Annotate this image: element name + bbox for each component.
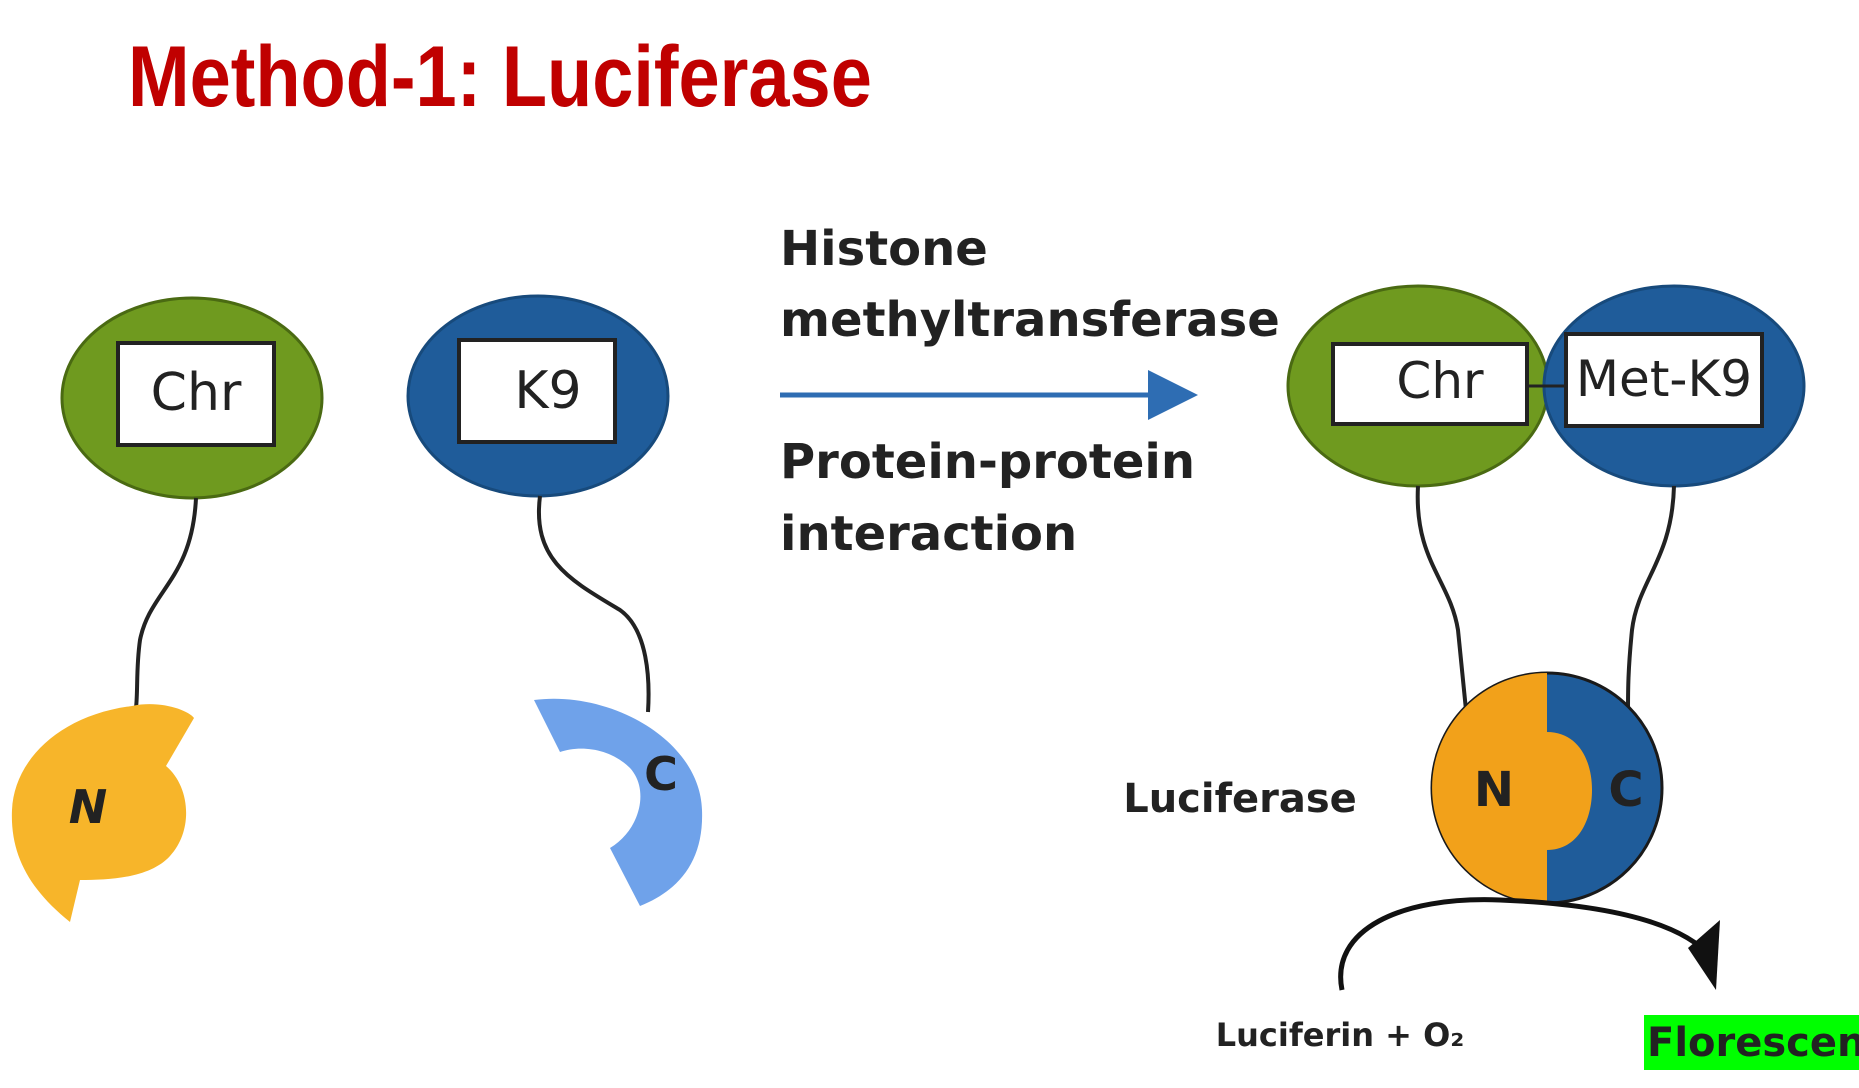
slide-title: Method-1: Luciferase — [128, 29, 872, 125]
k9-label-box — [457, 338, 617, 444]
met-k9-label-box — [1564, 332, 1764, 428]
complex-met-k9-protein: Met-K9 — [1542, 284, 1806, 488]
luciferase-label: Luciferase — [1123, 776, 1357, 822]
process-line2: interaction — [780, 506, 1077, 562]
k9-protein: K9 — [406, 294, 670, 498]
n-fragment-label: N — [69, 780, 108, 834]
reconstituted-luciferase: N C — [1430, 671, 1664, 905]
complex-n-label: N — [1474, 762, 1514, 818]
enzyme-line2: methyltransferase — [780, 292, 1280, 348]
chr-label-box — [116, 341, 276, 447]
complex-c-label: C — [1608, 762, 1643, 818]
chr-linker — [134, 497, 198, 709]
florescence-highlight — [1644, 1015, 1859, 1070]
complex-chr-linker — [1415, 485, 1468, 711]
k9-label: K9 — [514, 361, 581, 421]
chr-protein: Chr — [60, 296, 324, 500]
k9-linker — [536, 495, 651, 713]
substrate-label: Luciferin + O₂ — [1216, 1016, 1465, 1054]
complex-chr-protein: Chr — [1286, 284, 1550, 488]
complex-chr-label-box — [1331, 342, 1529, 426]
chr-label: Chr — [151, 363, 242, 423]
luciferase-n-half — [1432, 673, 1592, 903]
florescence-label: Florescence — [1647, 1020, 1859, 1066]
process-line1: Protein-protein — [780, 434, 1195, 490]
enzyme-line1: Histone — [780, 221, 988, 277]
luminescence-arc — [1338, 897, 1714, 991]
complex-met-k9-linker — [1626, 485, 1676, 713]
luciferase-c-fragment — [534, 698, 703, 906]
complex-chr-label: Chr — [1396, 352, 1484, 410]
luminescence-arrowhead — [1688, 920, 1720, 990]
c-fragment-label: C — [644, 747, 678, 801]
luciferase-n-fragment — [11, 704, 194, 922]
met-k9-label: Met-K9 — [1576, 350, 1752, 408]
